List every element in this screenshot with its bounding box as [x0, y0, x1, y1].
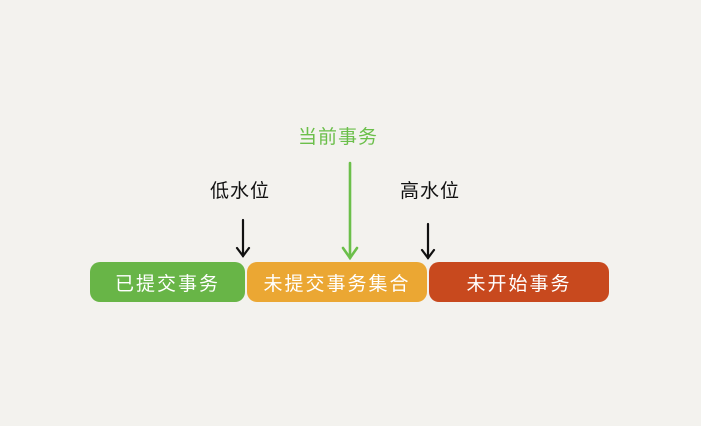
low-watermark-arrow-icon [235, 218, 251, 258]
uncommitted-transactions-segment: 未提交事务集合 [247, 262, 427, 302]
low-watermark-label: 低水位 [210, 180, 271, 202]
high-watermark-label: 高水位 [400, 180, 461, 202]
committed-transactions-segment: 已提交事务 [90, 262, 245, 302]
not-started-transactions-label: 未开始事务 [466, 272, 572, 295]
current-transaction-arrow-icon [341, 161, 359, 261]
high-watermark-arrow-icon [420, 222, 436, 260]
uncommitted-transactions-label: 未提交事务集合 [263, 272, 411, 295]
current-transaction-label: 当前事务 [298, 126, 379, 148]
committed-transactions-label: 已提交事务 [114, 272, 220, 295]
not-started-transactions-segment: 未开始事务 [429, 262, 609, 302]
